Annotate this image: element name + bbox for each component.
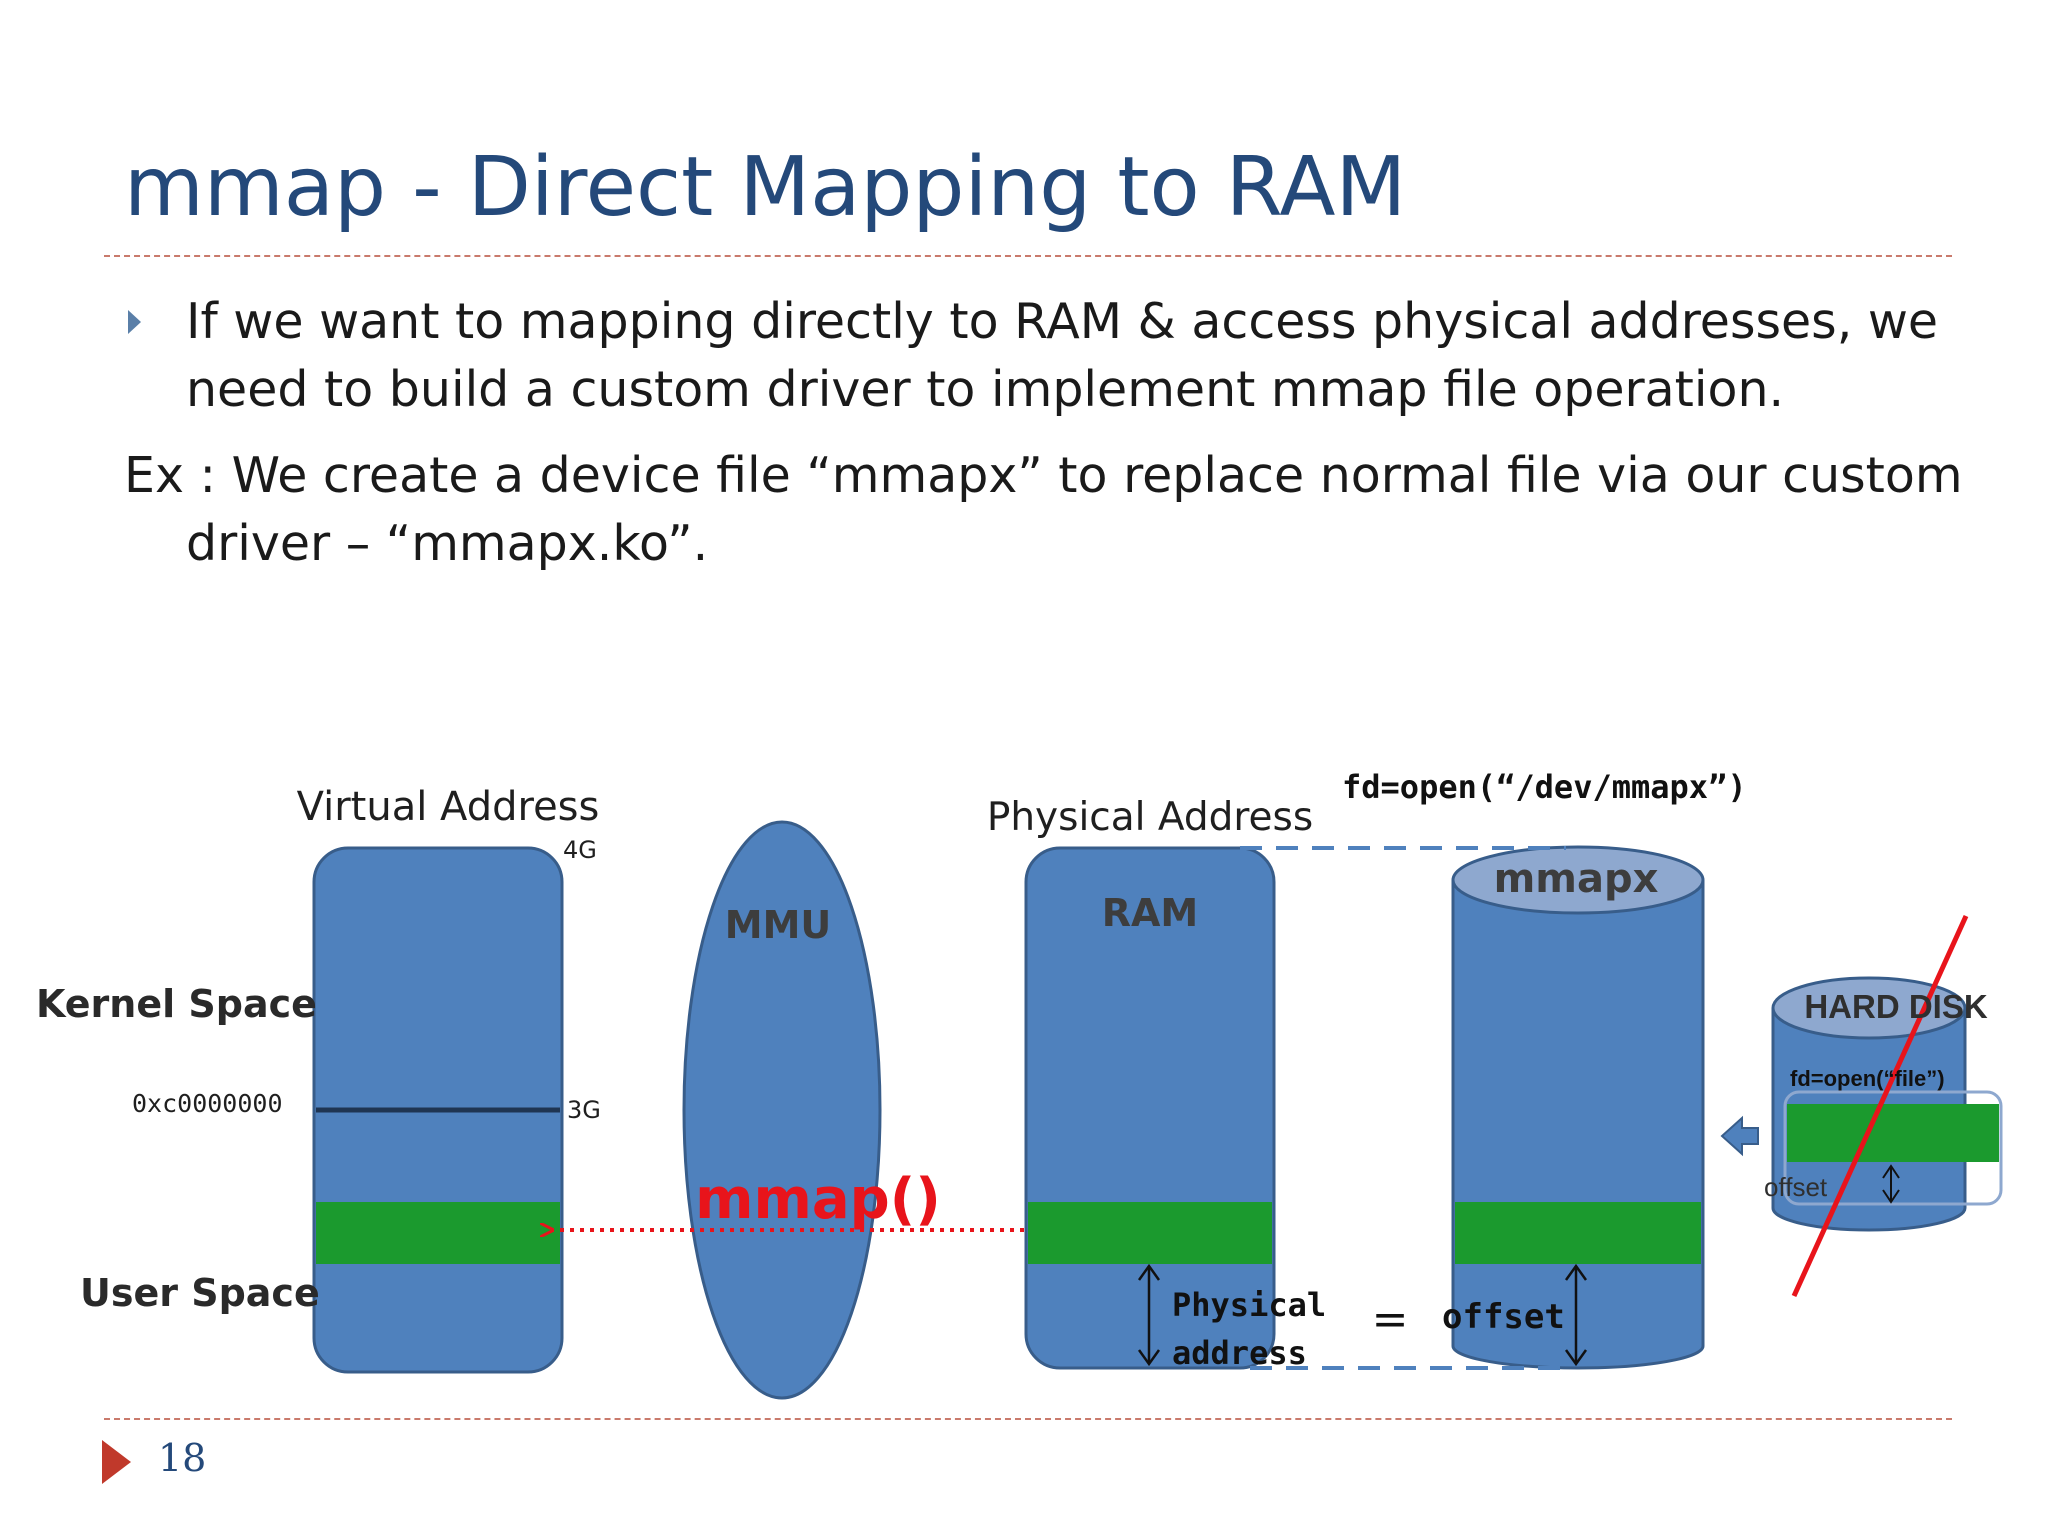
offset-double-arrow xyxy=(1564,1263,1588,1367)
page-number: 18 xyxy=(158,1436,207,1480)
disk-offset-label: offset xyxy=(1764,1172,1828,1202)
mmu-ellipse xyxy=(682,820,882,1400)
equals-sign: = xyxy=(1372,1294,1409,1345)
left-arrow-icon xyxy=(1720,1115,1759,1157)
physical-address-caption-line-2: address xyxy=(1172,1334,1307,1372)
bullet-line-2: need to build a custom driver to impleme… xyxy=(186,361,1785,418)
bullet-line-1: If we want to mapping directly to RAM & … xyxy=(186,293,1939,350)
bullet-arrow-icon xyxy=(128,310,141,334)
mmapx-label: mmapx xyxy=(1494,856,1659,902)
mmap-call-label: mmap() xyxy=(695,1167,941,1232)
footer-divider xyxy=(104,1418,1952,1420)
page-triangle-icon xyxy=(102,1440,131,1484)
tick-4g-label: 4G xyxy=(563,836,597,864)
mmapx-mapped-region xyxy=(1455,1202,1701,1264)
open-device-code: fd=open(“/dev/mmapx”) xyxy=(1342,768,1747,806)
hard-disk-inner-file xyxy=(1783,1090,2003,1206)
physical-address-double-arrow xyxy=(1137,1263,1161,1367)
mmapx-cylinder-top xyxy=(1451,845,1705,915)
virtual-address-label: Virtual Address xyxy=(297,784,600,830)
strike-through-line xyxy=(1791,914,1969,1298)
ram-mapped-region xyxy=(1028,1202,1272,1264)
hard-disk-mapped-region xyxy=(1787,1104,1999,1162)
mmapx-cylinder-body xyxy=(1451,880,1705,1370)
open-file-code: fd=open(“file”) xyxy=(1790,1066,1945,1091)
kernel-space-label: Kernel Space xyxy=(36,982,317,1026)
tick-3g-label: 3G xyxy=(567,1096,601,1124)
disk-offset-double-arrow xyxy=(1882,1164,1900,1204)
user-space-label: User Space xyxy=(80,1271,320,1315)
physical-address-caption-line-1: Physical xyxy=(1172,1286,1326,1324)
ram-label: RAM xyxy=(1102,891,1198,935)
physical-address-label: Physical Address xyxy=(987,795,1313,840)
mmu-label: MMU xyxy=(725,903,832,947)
example-line-1: Ex : We create a device file “mmapx” to … xyxy=(124,447,1963,504)
example-line-2: driver – “mmapx.ko”. xyxy=(186,515,709,572)
bullet-text: If we want to mapping directly to RAM & … xyxy=(186,288,1938,424)
offset-label: offset xyxy=(1442,1297,1565,1337)
slide-title: mmap - Direct Mapping to RAM xyxy=(124,140,1407,235)
boundary-address-label: 0xc0000000 xyxy=(132,1089,283,1118)
virtual-mapped-region xyxy=(316,1202,560,1264)
hard-disk-label: HARD DISK xyxy=(1804,988,1988,1025)
title-divider xyxy=(104,255,1952,257)
example-text: Ex : We create a device file “mmapx” to … xyxy=(124,442,1963,578)
